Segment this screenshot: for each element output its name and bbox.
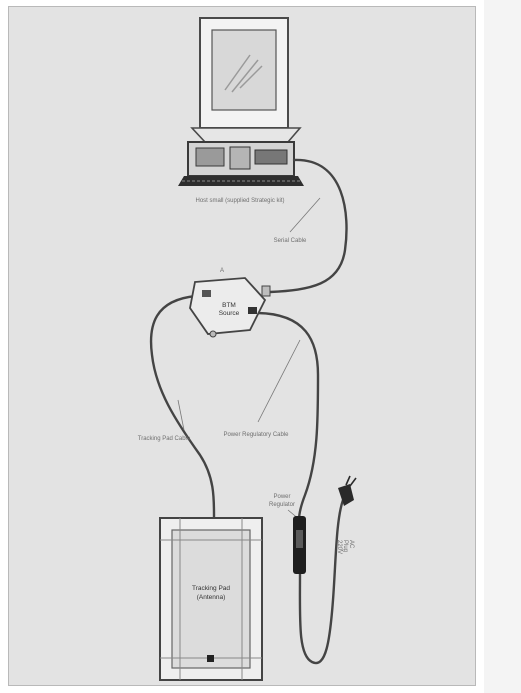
tracking-pad-label-line2: (Antenna) (197, 594, 226, 601)
power-regulator-stripe (296, 530, 303, 548)
junction-box: BTM Source A (189, 268, 271, 338)
junction-box-label-line1: BTM (222, 302, 236, 309)
keyboard (178, 176, 304, 186)
power-regulator-label-line2: Regulator (269, 502, 295, 508)
tracking-pad-cable (149, 294, 216, 522)
monitor-screen (211, 29, 277, 111)
power-supply-cable (256, 311, 320, 522)
leader-lines (177, 197, 321, 521)
serial-cable (268, 158, 348, 294)
laptop-computer: Host small (supplied Strategic kit) (178, 17, 304, 204)
tracking-pad-inner (171, 529, 251, 669)
junction-marker: A (220, 268, 224, 274)
tracking-pad-label-line1: Tracking Pad (192, 585, 230, 592)
laptop-hinge (190, 127, 302, 143)
tracking-pad-cable-leader (177, 399, 185, 431)
ac-plug: AC Plug 220V (336, 475, 357, 554)
ac-plug-label-line3: 220V (336, 540, 342, 554)
ac-plug-body (338, 484, 354, 506)
tracking-pad-cable-label: Tracking Pad Cable (138, 436, 191, 442)
cables (149, 158, 348, 665)
power-regulator (293, 516, 306, 574)
junction-port-1 (202, 290, 211, 297)
power-regulator-label-line1: Power (273, 494, 290, 500)
ac-plug-prong-1 (349, 477, 357, 487)
power-cable-leader (257, 339, 301, 423)
junction-connector (261, 285, 271, 297)
page-margin (484, 0, 521, 693)
serial-cable-label: Serial Cable (274, 238, 307, 244)
serial-cable-leader (289, 197, 321, 233)
ac-plug-label-line2: Plug (342, 540, 348, 552)
drive-bay (195, 147, 225, 167)
tracking-pad: Tracking Pad (Antenna) (159, 517, 263, 681)
ac-plug-label-line1: AC (348, 540, 354, 549)
tracking-pad-connector (207, 655, 214, 662)
junction-port-2 (248, 307, 257, 314)
screen-glare (224, 54, 263, 93)
port-panel (229, 146, 251, 170)
power-cord (298, 498, 345, 665)
vent-grille (254, 149, 288, 165)
junction-box-label-line2: Source (219, 310, 240, 317)
ac-plug-prong-2 (345, 475, 351, 486)
power-supply-cable-label: Power Regulatory Cable (223, 432, 289, 438)
junction-screw (209, 330, 217, 338)
computer-caption: Host small (supplied Strategic kit) (195, 198, 284, 204)
